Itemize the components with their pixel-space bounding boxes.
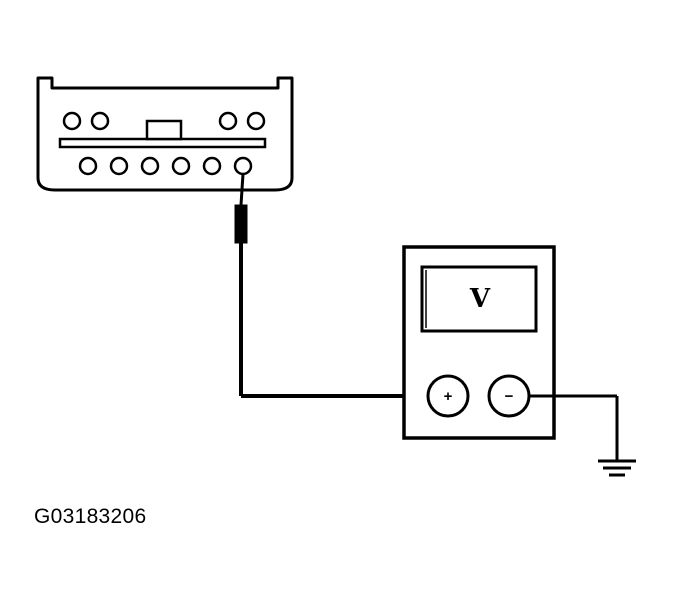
svg-text:+: + (444, 388, 453, 405)
negative-lead (529, 394, 619, 460)
positive-terminal: + (426, 374, 470, 418)
probe-icon (234, 173, 432, 398)
connector-lower-pins (78, 156, 253, 176)
connector-upper-pins (62, 111, 266, 131)
negative-terminal: − (487, 374, 531, 418)
svg-text:−: − (505, 388, 514, 405)
figure-code: G03183206 (34, 505, 147, 528)
voltmeter-display: V (469, 284, 491, 314)
ground-icon (598, 459, 636, 477)
voltmeter-icon: V + − (402, 245, 556, 440)
connector-icon (36, 76, 294, 192)
